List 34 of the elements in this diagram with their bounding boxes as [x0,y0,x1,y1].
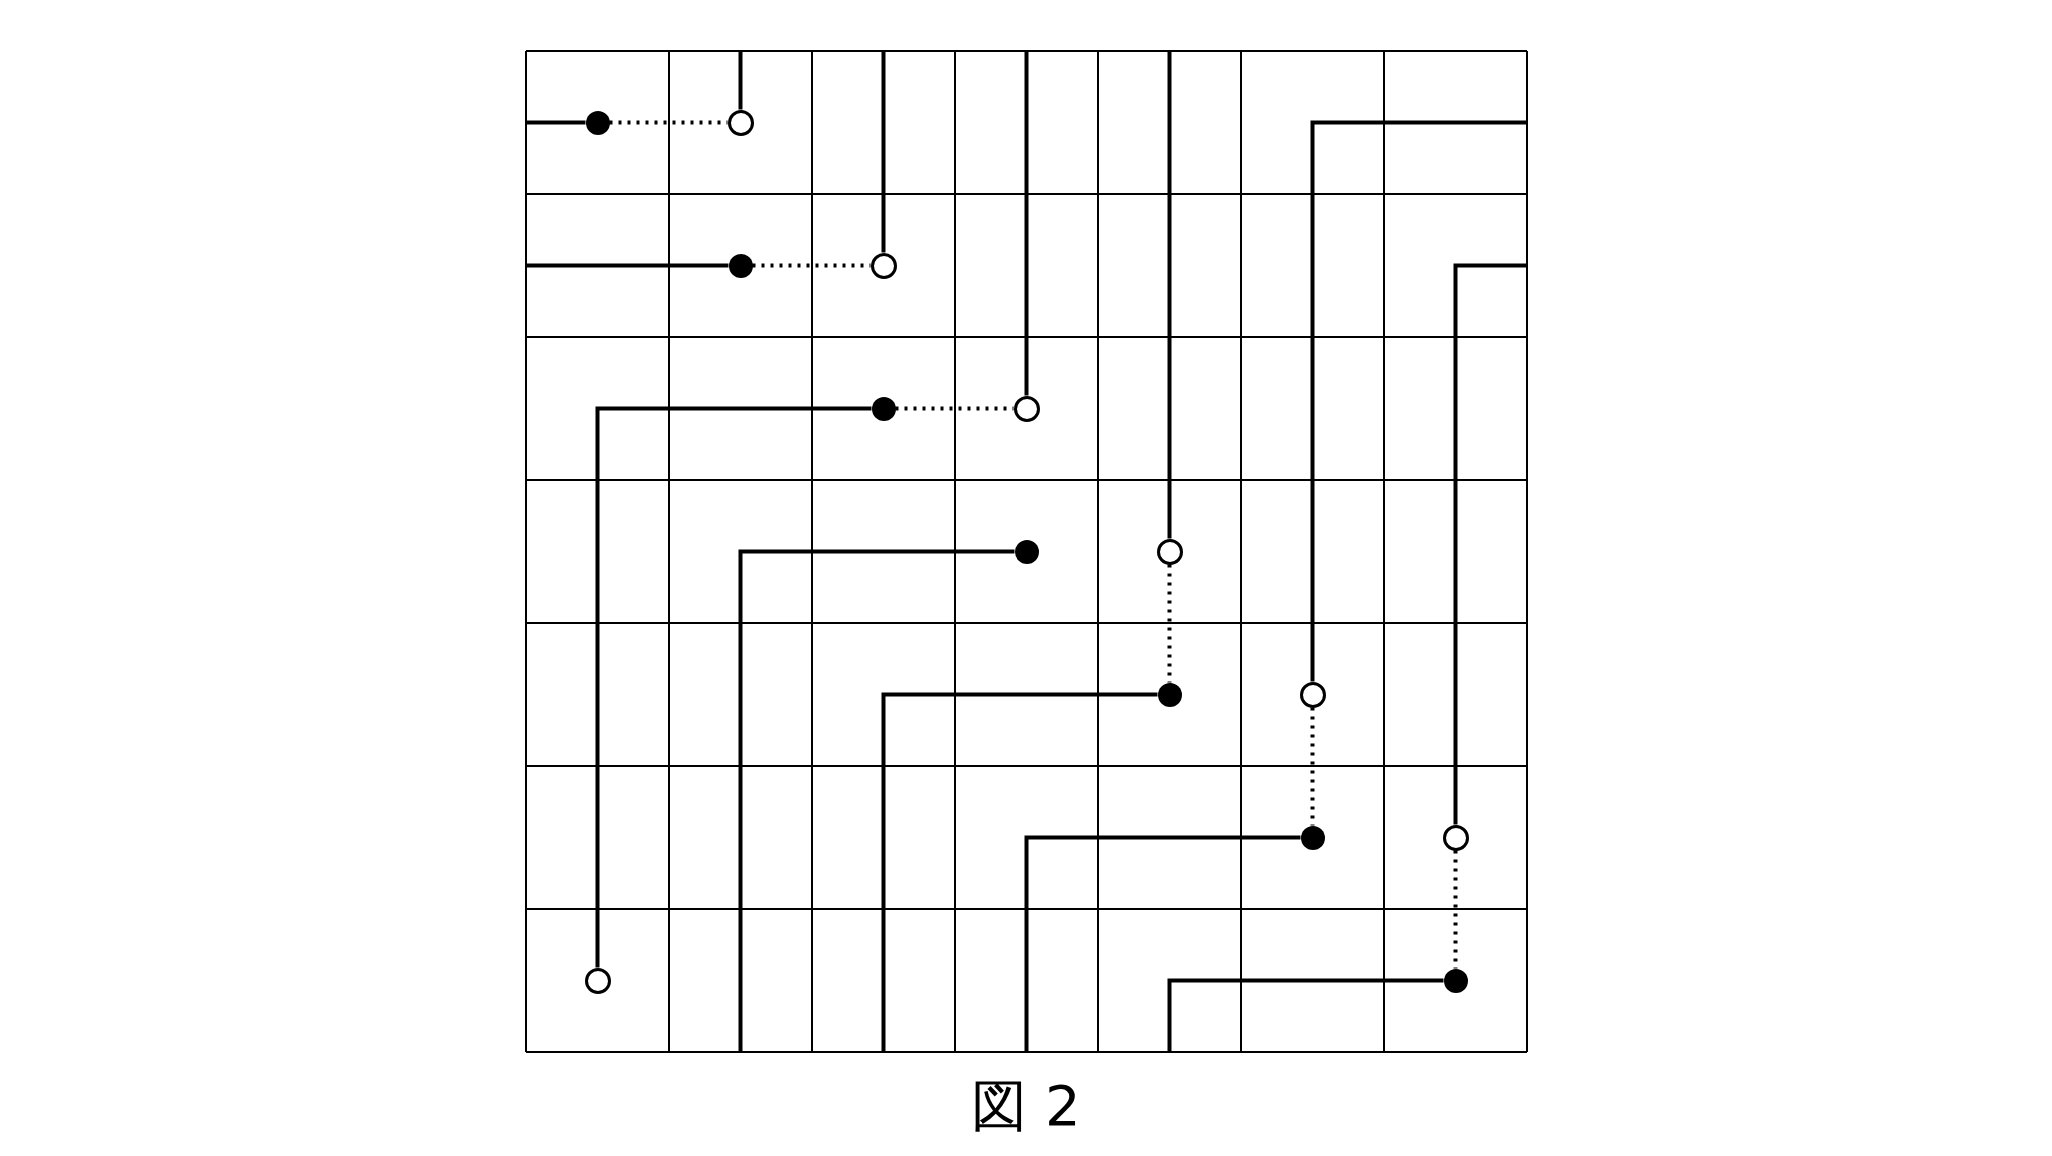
dotted-line [609,120,728,125]
open-circle [1013,395,1040,422]
path-line [526,120,586,125]
dotted-line [1453,850,1458,969]
filled-dot [1443,968,1468,993]
path-line [1310,120,1527,682]
figure-caption: 図 2 [971,1075,1081,1137]
path-line [881,692,1158,1052]
filled-dot [728,253,753,278]
path-line [1453,263,1527,825]
dotted-line [895,406,1014,411]
path-line [526,263,729,268]
path-line [738,549,1015,1052]
path-line [1167,51,1172,539]
path-line [738,51,743,110]
filled-dot [1014,539,1039,564]
dotted-line [1167,564,1172,683]
filled-dot [1157,682,1182,707]
path-line [595,406,872,968]
open-circle [1299,681,1326,708]
path-line [1024,835,1301,1052]
path-line [1167,978,1444,1052]
path-line [1024,51,1029,396]
path-line [881,51,886,253]
open-circle [727,109,754,136]
open-circle [584,967,611,994]
filled-dot [1300,825,1325,850]
filled-dot [585,110,610,135]
dotted-line [752,263,871,268]
filled-dot [871,396,896,421]
open-circle [870,252,897,279]
open-circle [1156,538,1183,565]
dotted-line [1310,707,1315,826]
open-circle [1442,824,1469,851]
